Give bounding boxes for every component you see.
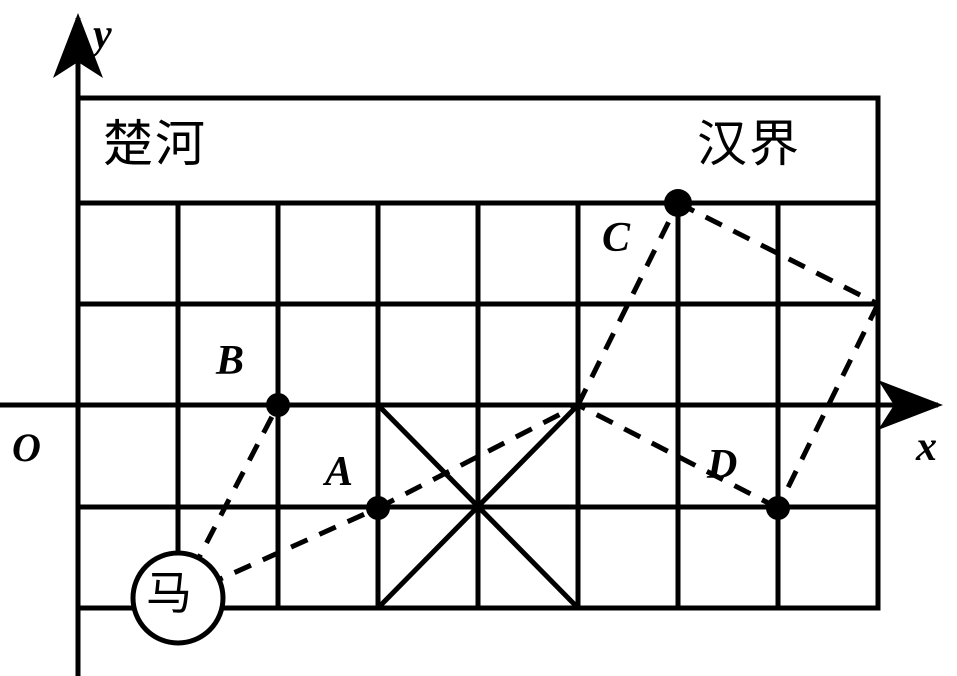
dashed-path-palace-center-to-C: [575, 201, 681, 407]
river-label-hanjie: 汉界: [697, 115, 801, 173]
point-A-marker: [366, 496, 390, 520]
point-label-a: A: [325, 449, 354, 495]
point-D-marker: [766, 496, 790, 520]
y-axis-label: y: [93, 12, 112, 58]
palace-diagonals: [376, 403, 580, 610]
origin-label: O: [12, 425, 41, 470]
horse-piece-circle[interactable]: [130, 550, 226, 646]
point-C-marker: [664, 189, 692, 217]
board-grid: [75, 95, 881, 611]
horse-piece-label: 马: [146, 566, 192, 620]
point-label-d: D: [707, 442, 738, 488]
river-label-chuhe: 楚河: [103, 115, 207, 173]
dashed-path-right-edge-to-D: [775, 302, 881, 510]
point-B-marker: [266, 393, 290, 417]
point-label-c: C: [602, 215, 631, 261]
dashed-path-A-to-palace-center: [376, 402, 580, 511]
point-label-b: B: [216, 338, 245, 384]
dashed-path-C-to-right-edge: [676, 200, 880, 307]
dashed-path-D-to-palace-center: [576, 402, 780, 511]
x-axis-label: x: [916, 424, 937, 470]
palace-diagonal-bl-tr: [376, 403, 580, 610]
marked-points: [266, 189, 790, 520]
